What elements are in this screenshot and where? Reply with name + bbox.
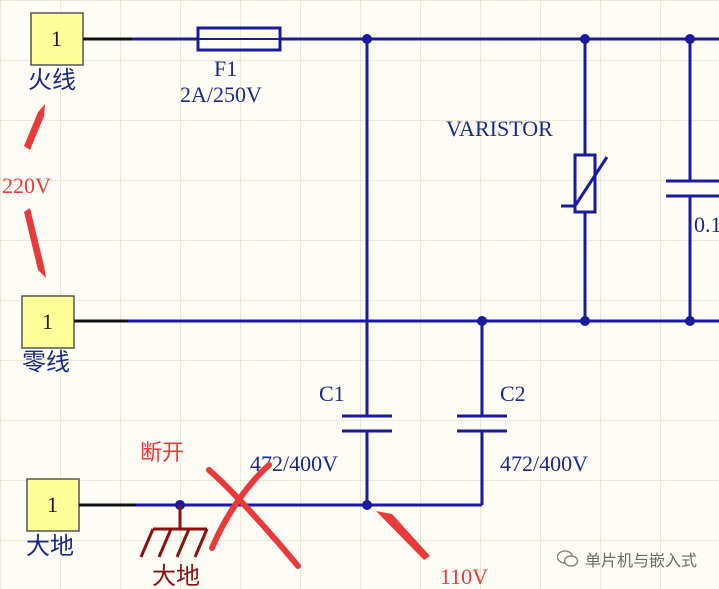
c2-value: 472/400V <box>500 451 588 476</box>
c2-capacitor[interactable] <box>457 414 507 433</box>
c1-ref: C1 <box>319 381 345 406</box>
live-connector[interactable] <box>30 12 84 66</box>
earth-connector[interactable] <box>26 478 80 532</box>
neutral-connector[interactable] <box>21 295 75 349</box>
arrow-up-icon <box>24 104 45 150</box>
arrow-junction-icon <box>376 511 430 560</box>
wechat-icon <box>556 550 579 568</box>
live-label: 火线 <box>28 66 76 94</box>
earth-pin-number: 1 <box>47 492 58 517</box>
c1-capacitor[interactable] <box>342 414 392 433</box>
right-capacitor-value: 0.1 <box>694 212 719 237</box>
voltage-220-label: 220V <box>2 173 51 198</box>
ground-symbol-label: 大地 <box>152 562 200 589</box>
neutral-label: 零线 <box>22 348 70 376</box>
varistor-body[interactable] <box>573 153 597 214</box>
voltage-110-label: 110V <box>440 564 488 589</box>
earth-label: 大地 <box>26 532 74 560</box>
arrow-down-icon <box>24 208 46 278</box>
earth-ground-symbol[interactable] <box>139 505 209 558</box>
right-capacitor[interactable] <box>666 179 719 198</box>
disconnect-label: 断开 <box>140 441 184 466</box>
fuse-ref: F1 <box>214 56 237 81</box>
c2-ref: C2 <box>500 381 526 406</box>
live-pin-number: 1 <box>51 26 62 51</box>
watermark: 单片机与嵌入式 <box>556 547 697 571</box>
varistor-label: VARISTOR <box>446 116 553 141</box>
varistor-slash <box>561 156 609 208</box>
watermark-text: 单片机与嵌入式 <box>584 551 697 570</box>
neutral-pin-number: 1 <box>42 309 53 334</box>
junction-dots <box>175 34 695 510</box>
fuse-value: 2A/250V <box>180 82 262 107</box>
cross-mark-icon <box>206 462 301 569</box>
wires <box>128 37 719 507</box>
